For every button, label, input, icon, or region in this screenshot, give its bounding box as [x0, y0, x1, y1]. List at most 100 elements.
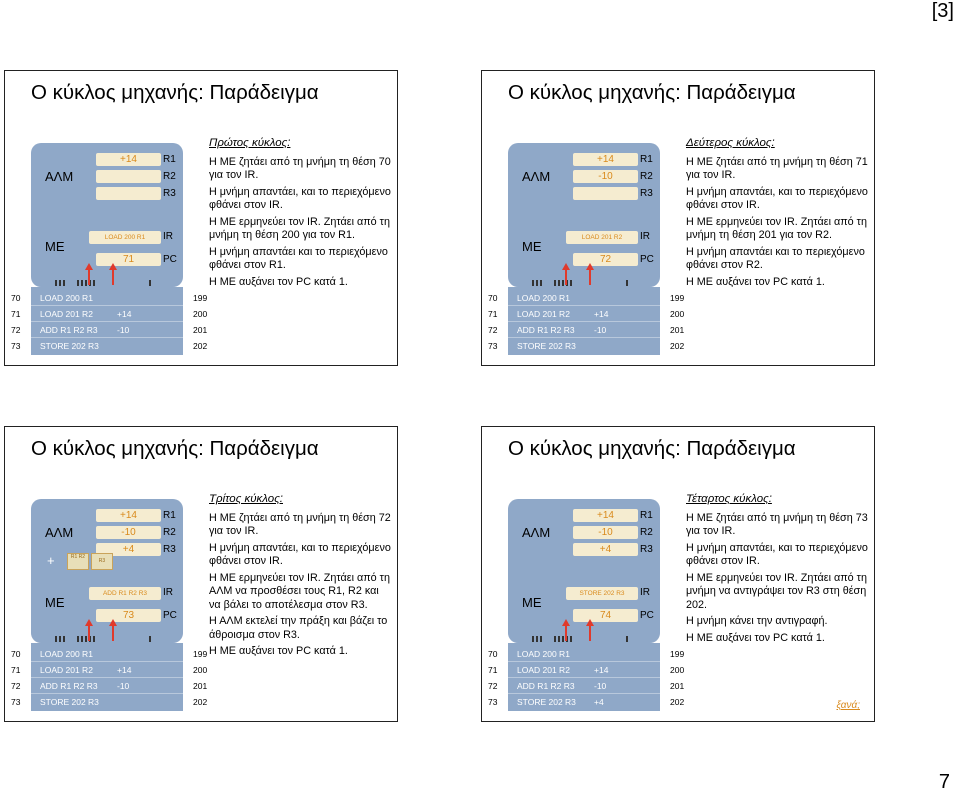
explanation-line: Η ΜΕ ζητάει από τη μνήμη τη θέση 73 για …: [686, 511, 868, 538]
instruction-address: 72: [11, 681, 21, 691]
register-r1-label: R1: [640, 510, 653, 521]
register-r2-value: -10: [573, 526, 638, 539]
bus-tick: [55, 280, 57, 286]
register-r1-value: +14: [96, 509, 161, 522]
data-value: -10: [594, 681, 607, 691]
bus-tick: [63, 280, 65, 286]
cycle-title: Τέταρτος κύκλος:: [686, 493, 772, 505]
bus-tick: [554, 280, 556, 286]
alu-label: ΑΛΜ: [45, 525, 74, 540]
slide-title: Ο κύκλος μηχανής: Παράδειγμα: [508, 437, 796, 460]
register-r2-label: R2: [640, 527, 653, 538]
explanation-line: Η ΑΛΜ εκτελεί την πράξη και βάζει το άθρ…: [209, 615, 388, 641]
cycle-explanation: Τρίτος κύκλος:Η ΜΕ ζητάει από τη μνήμη τ…: [209, 493, 393, 662]
data-value: +14: [117, 665, 132, 675]
memory-row-divider: [31, 337, 183, 338]
alu-output-operand: R3: [91, 553, 113, 570]
instruction-address: 70: [488, 293, 498, 303]
bus-tick: [570, 636, 572, 642]
data-transfer-arrow-stem: [88, 269, 90, 285]
data-address: 201: [193, 681, 208, 691]
register-r2-label: R2: [163, 171, 176, 182]
slide-title: Ο κύκλος μηχανής: Παράδειγμα: [31, 437, 319, 460]
bus-tick: [626, 636, 628, 642]
bus-tick: [149, 280, 151, 286]
bus-tick: [81, 636, 83, 642]
bus-tick: [566, 636, 568, 642]
memory-row-divider: [31, 693, 183, 694]
memory-row-divider: [508, 337, 660, 338]
instruction-address: 71: [488, 665, 498, 675]
explanation-line: Η μνήμη κάνει την αντιγραφή.: [686, 615, 828, 627]
data-address: 202: [193, 341, 208, 351]
data-address: 201: [670, 325, 685, 335]
pc-register-value: 72: [573, 253, 638, 266]
explanation-line: Η ΜΕ ζητάει από τη μνήμη τη θέση 70 για …: [209, 155, 391, 182]
system-bus: [31, 275, 183, 287]
register-r2-value: -10: [573, 170, 638, 183]
control-unit-label: ΜΕ: [45, 595, 65, 610]
pc-register-label: PC: [163, 610, 177, 621]
alu-plus-icon: +: [47, 553, 55, 568]
data-transfer-arrow-stem: [112, 269, 114, 285]
instruction-code: LOAD 201 R2: [40, 309, 93, 319]
register-r3-value: [96, 187, 161, 200]
register-r3-value: +4: [573, 543, 638, 556]
data-transfer-arrow-stem: [565, 269, 567, 285]
bus-tick: [59, 636, 61, 642]
ir-register-label: IR: [640, 587, 650, 598]
instruction-code: LOAD 201 R2: [517, 665, 570, 675]
bus-tick: [77, 636, 79, 642]
alu-label: ΑΛΜ: [522, 525, 551, 540]
data-transfer-arrow: [562, 619, 570, 626]
data-address: 202: [670, 341, 685, 351]
data-value: +14: [594, 309, 609, 319]
data-address: 200: [670, 665, 685, 675]
data-transfer-arrow-stem: [565, 625, 567, 641]
instruction-address: 71: [11, 309, 21, 319]
explanation-line: Η μνήμη απαντάει, και το περιεχόμενο φθά…: [209, 541, 391, 568]
register-r3-label: R3: [163, 544, 176, 555]
bus-tick: [77, 280, 79, 286]
pc-register-value: 74: [573, 609, 638, 622]
data-address: 202: [193, 697, 208, 707]
page-label: [3]: [931, 0, 954, 22]
ir-register-value: ADD R1 R2 R3: [89, 587, 161, 600]
again-link[interactable]: ξανά;: [836, 700, 860, 711]
ir-register-value: STORE 202 R3: [566, 587, 638, 600]
data-address: 201: [670, 681, 685, 691]
instruction-code: LOAD 200 R1: [517, 649, 570, 659]
bus-tick: [570, 280, 572, 286]
ir-register-label: IR: [163, 587, 173, 598]
bus-tick: [93, 280, 95, 286]
explanation-line: Η μνήμη απαντάει και το περιεχόμενο φθάν…: [686, 245, 865, 272]
cycle-title: Δεύτερος κύκλος:: [686, 137, 775, 149]
memory-row-divider: [31, 661, 183, 662]
bus-tick: [536, 280, 538, 286]
instruction-address: 70: [11, 649, 21, 659]
instruction-address: 72: [488, 681, 498, 691]
instruction-code: STORE 202 R3: [517, 697, 576, 707]
system-bus: [31, 631, 183, 643]
memory-row-divider: [508, 693, 660, 694]
memory-row-divider: [31, 321, 183, 322]
register-r1-value: +14: [573, 153, 638, 166]
instruction-code: LOAD 201 R2: [517, 309, 570, 319]
bus-tick: [532, 636, 534, 642]
instruction-code: STORE 202 R3: [517, 341, 576, 351]
memory-row-divider: [31, 677, 183, 678]
ir-register-label: IR: [163, 231, 173, 242]
explanation-line: Η μνήμη απαντάει, και το περιεχόμενο φθά…: [686, 541, 868, 568]
instruction-address: 73: [11, 697, 21, 707]
bus-tick: [149, 636, 151, 642]
